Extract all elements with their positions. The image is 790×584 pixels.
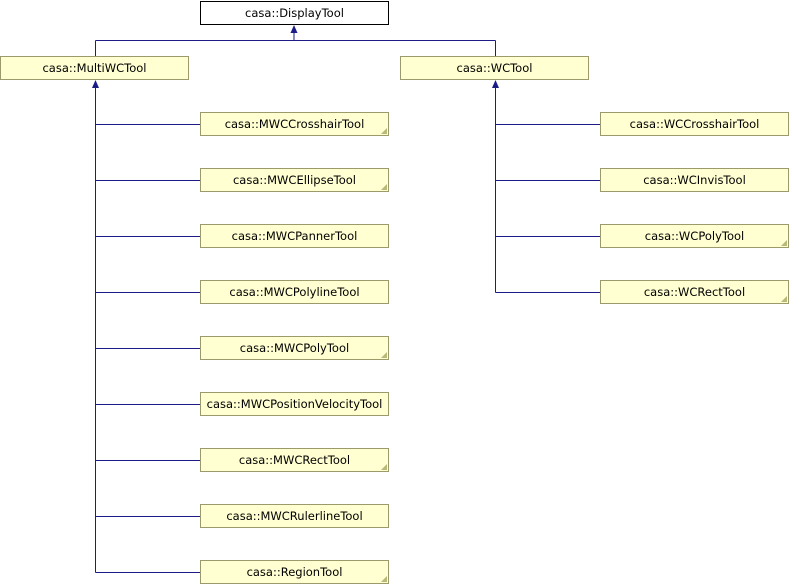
node-displaytool[interactable]: casa::DisplayTool — [200, 1, 389, 25]
fold-corner-icon — [781, 240, 787, 246]
node-wcrecttool[interactable]: casa::WCRectTool — [600, 280, 789, 304]
node-wcinvistool[interactable]: casa::WCInvisTool — [600, 168, 789, 192]
inheritance-arrow — [492, 80, 499, 88]
node-multiwctool[interactable]: casa::MultiWCTool — [0, 56, 189, 80]
node-label: casa::MWCRectTool — [238, 453, 351, 467]
node-label: casa::WCRectTool — [643, 285, 746, 299]
node-label: casa::MWCPolylineTool — [229, 285, 360, 299]
inheritance-arrow — [290, 25, 298, 33]
node-label: casa::RegionTool — [246, 565, 343, 579]
fold-corner-icon — [381, 576, 387, 582]
node-mwcpositionvelocitytool[interactable]: casa::MWCPositionVelocityTool — [200, 392, 389, 416]
node-label: casa::WCInvisTool — [643, 173, 746, 187]
node-label: casa::MWCPolyTool — [239, 341, 350, 355]
node-mwcpolylinetool[interactable]: casa::MWCPolylineTool — [200, 280, 389, 304]
node-mwcpolytool[interactable]: casa::MWCPolyTool — [200, 336, 389, 360]
node-mwcrulerlinetool[interactable]: casa::MWCRulerlineTool — [200, 504, 389, 528]
node-mwcpannertool[interactable]: casa::MWCPannerTool — [200, 224, 389, 248]
node-mwccrosshairtool[interactable]: casa::MWCCrosshairTool — [200, 112, 389, 136]
fold-corner-icon — [381, 352, 387, 358]
node-label: casa::MWCRulerlineTool — [226, 509, 363, 523]
node-wctool[interactable]: casa::WCTool — [400, 56, 589, 80]
inheritance-arrow — [92, 80, 99, 88]
node-regiontool[interactable]: casa::RegionTool — [200, 560, 389, 584]
node-label: casa::WCCrosshairTool — [629, 117, 760, 131]
node-label: casa::MWCEllipseTool — [232, 173, 357, 187]
node-wccrosshairtool[interactable]: casa::WCCrosshairTool — [600, 112, 789, 136]
node-mwcellipsetool[interactable]: casa::MWCEllipseTool — [200, 168, 389, 192]
node-wcpolytool[interactable]: casa::WCPolyTool — [600, 224, 789, 248]
fold-corner-icon — [381, 464, 387, 470]
fold-corner-icon — [381, 128, 387, 134]
node-label: casa::WCPolyTool — [644, 229, 745, 243]
fold-corner-icon — [781, 296, 787, 302]
node-label: casa::MWCCrosshairTool — [224, 117, 365, 131]
fold-corner-icon — [381, 184, 387, 190]
node-mwcrecttool[interactable]: casa::MWCRectTool — [200, 448, 389, 472]
node-label: casa::MWCPositionVelocityTool — [206, 397, 383, 411]
node-label: casa::MWCPannerTool — [231, 229, 358, 243]
